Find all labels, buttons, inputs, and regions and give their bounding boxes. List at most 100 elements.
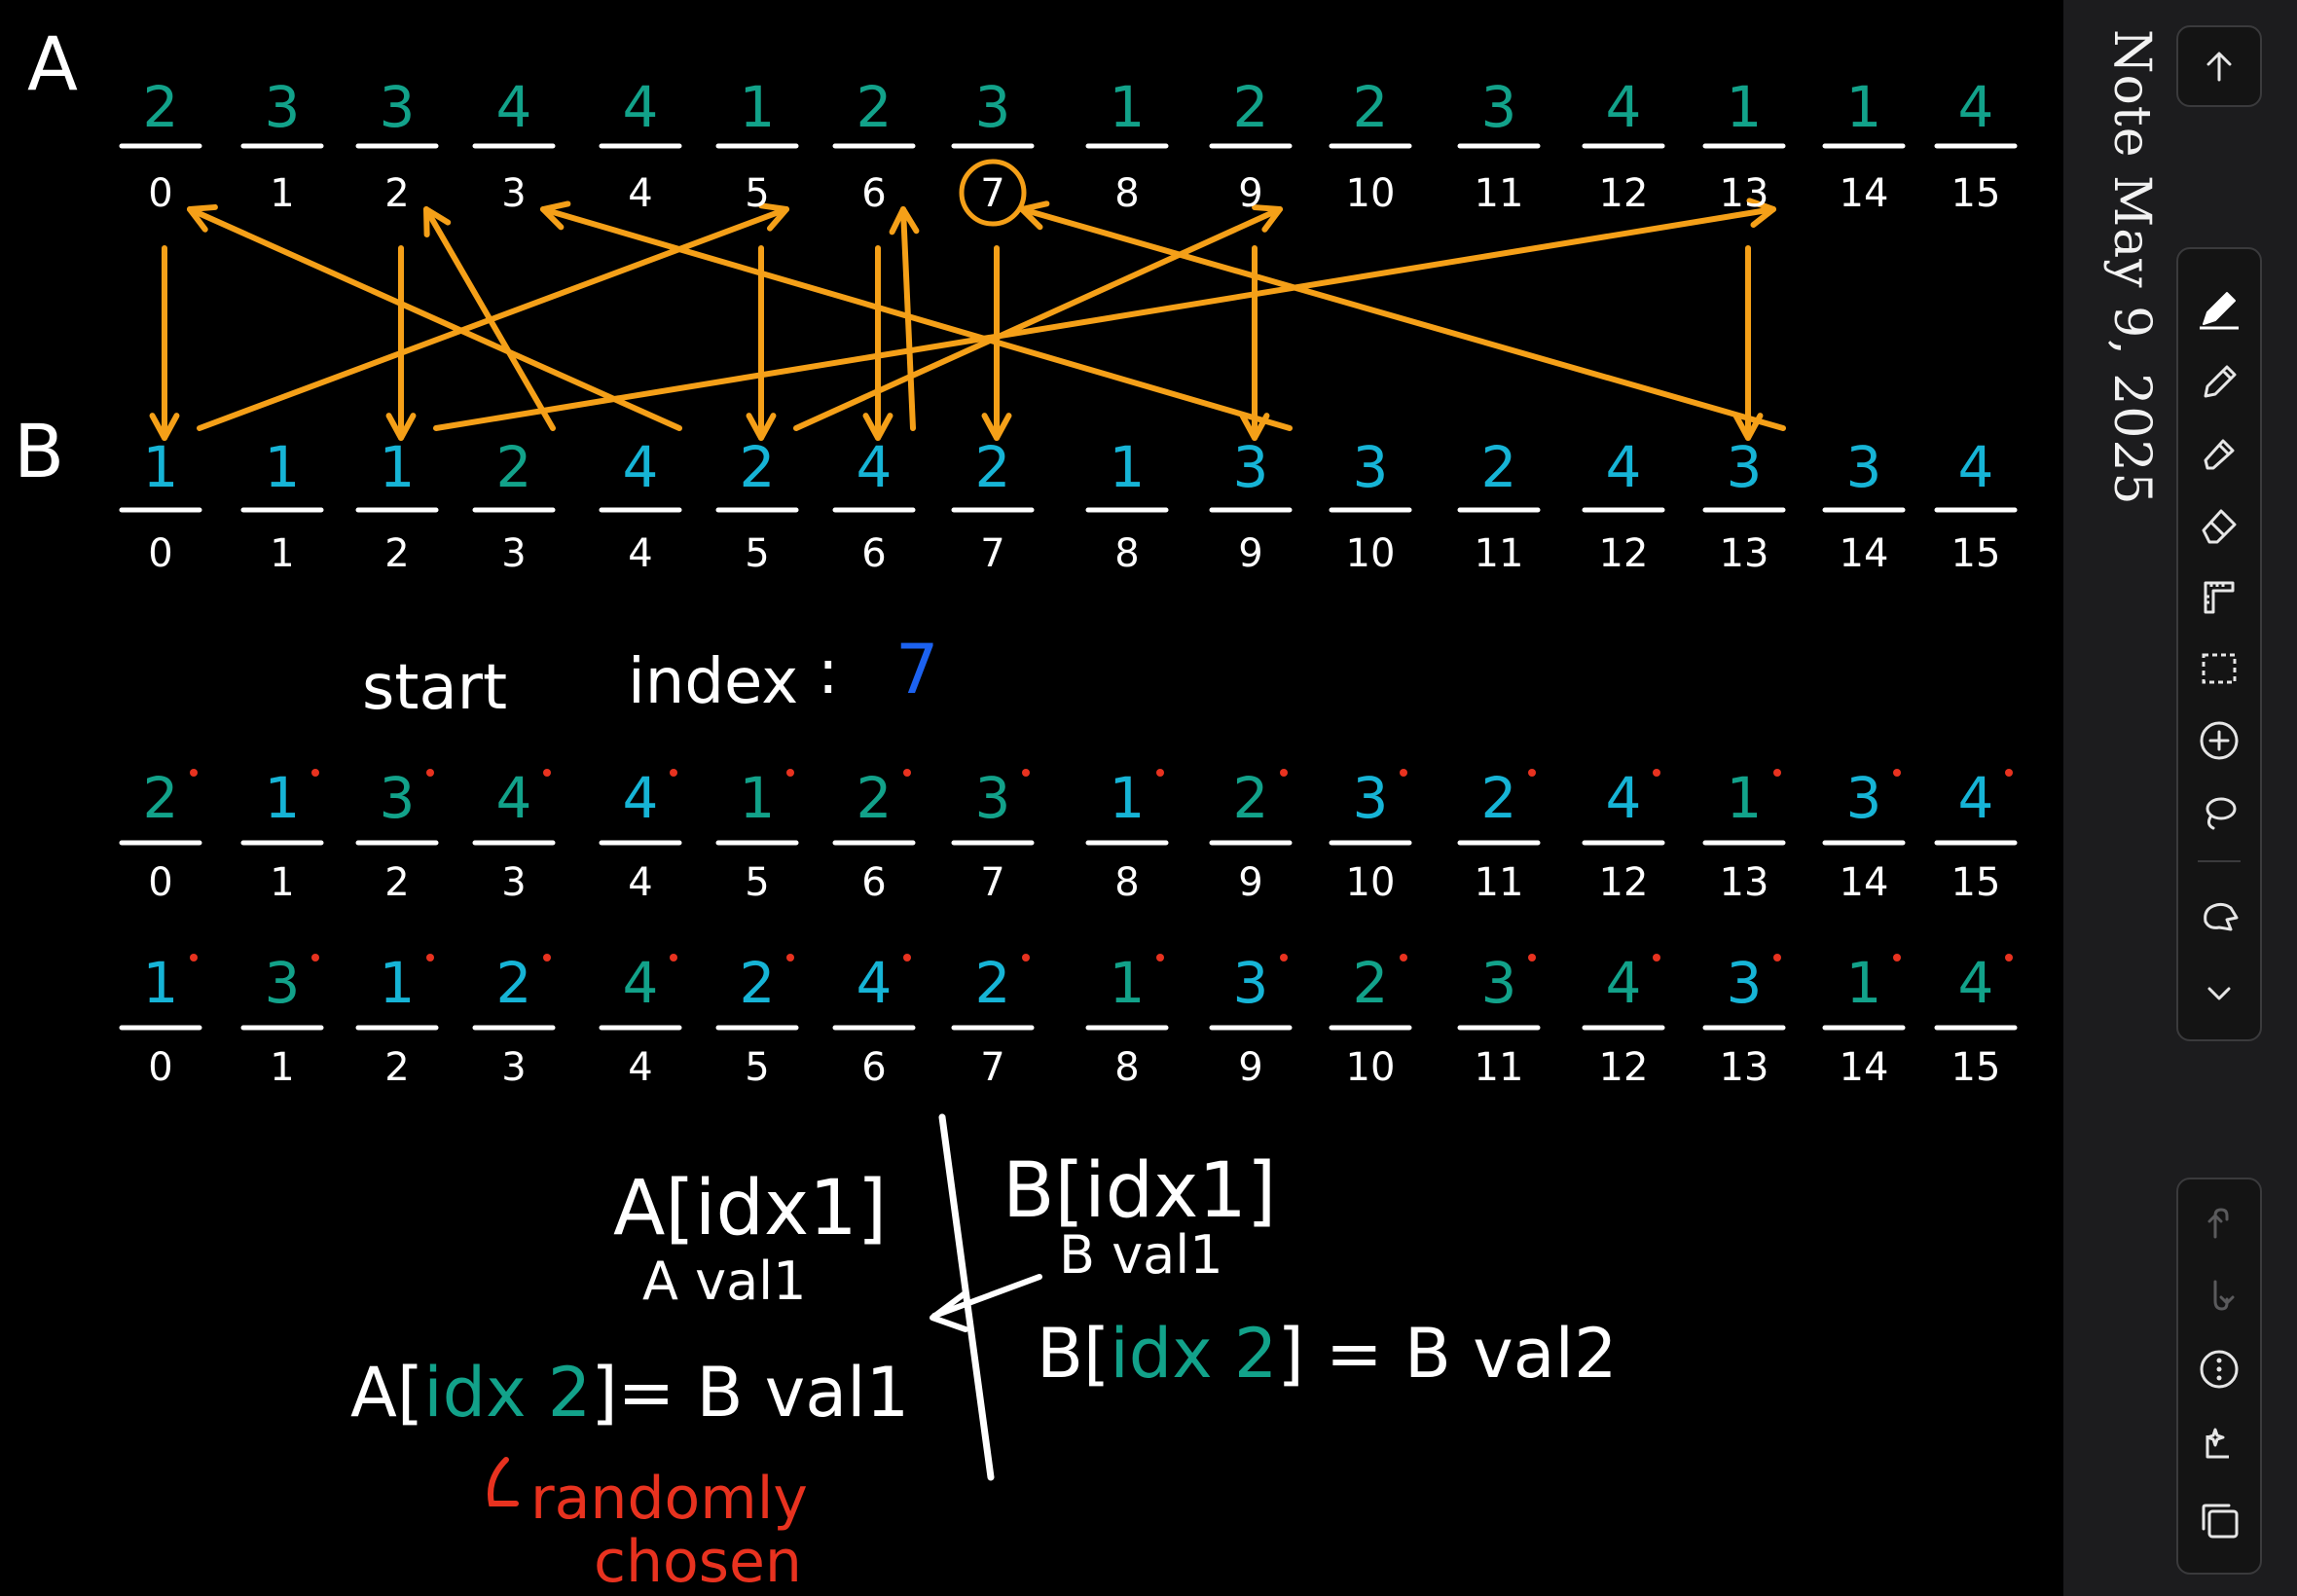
b-idx2-prefix: B[ bbox=[1037, 1314, 1110, 1394]
more-tools-toggle[interactable] bbox=[2178, 960, 2260, 1028]
row-d-index: 9 bbox=[1238, 1045, 1262, 1090]
finger-draw-tool[interactable] bbox=[2178, 882, 2260, 950]
marker-icon bbox=[2204, 439, 2235, 470]
redo-icon bbox=[2213, 1280, 2235, 1311]
a-idx2-prefix: A[ bbox=[350, 1353, 423, 1433]
arrow-a-to-b bbox=[149, 245, 180, 441]
more-icon bbox=[2200, 1350, 2239, 1389]
row-a-value: 1 bbox=[1846, 74, 1882, 140]
row-a-index: 12 bbox=[1599, 171, 1649, 216]
row-c-index: 1 bbox=[270, 860, 294, 905]
ruler-tool[interactable] bbox=[2178, 562, 2260, 631]
visited-dot bbox=[670, 769, 677, 777]
row-b-value: 1 bbox=[380, 434, 416, 500]
row-b-index: 6 bbox=[861, 531, 886, 576]
annotation-bracket bbox=[488, 1457, 519, 1506]
row-c-value: 4 bbox=[623, 765, 659, 831]
row-b-index: 1 bbox=[270, 531, 294, 576]
a-idx2-variable: idx 2 bbox=[423, 1353, 591, 1433]
row-b-index: 0 bbox=[148, 531, 172, 576]
pencil-tool[interactable] bbox=[2178, 346, 2260, 415]
pen-tool[interactable] bbox=[2178, 274, 2260, 343]
start-value: 7 bbox=[895, 630, 939, 709]
scroll-top-button[interactable] bbox=[2176, 25, 2262, 107]
arrow-b-to-a bbox=[197, 202, 789, 431]
row-d-value: 3 bbox=[1233, 950, 1269, 1016]
row-b-value: 3 bbox=[1353, 434, 1389, 500]
eraser-tool[interactable] bbox=[2178, 490, 2260, 559]
row-a-index: 15 bbox=[1951, 171, 2001, 216]
visited-dot bbox=[1653, 954, 1660, 961]
row-a-value: 3 bbox=[975, 74, 1011, 140]
row-a-value: 3 bbox=[265, 74, 301, 140]
visited-dot bbox=[1022, 769, 1030, 777]
row-a-index: 11 bbox=[1475, 171, 1524, 216]
row-a-value: 4 bbox=[1606, 74, 1642, 140]
lasso-tool[interactable] bbox=[2178, 779, 2260, 847]
arrow-b-to-a bbox=[423, 206, 556, 431]
row-b-value: 4 bbox=[1958, 434, 1994, 500]
row-c-value: 3 bbox=[1353, 765, 1389, 831]
visited-dot bbox=[543, 769, 551, 777]
row-b-index: 3 bbox=[501, 531, 526, 576]
row-c-value: 2 bbox=[1481, 765, 1517, 831]
pages-button[interactable] bbox=[2178, 1487, 2260, 1555]
arrow-b-to-a bbox=[793, 204, 1283, 431]
row-a-index: 2 bbox=[384, 171, 409, 216]
row-c-value: 2 bbox=[857, 765, 893, 831]
index-rows: 2031324344152637182921031141211311441510… bbox=[119, 74, 2018, 1090]
row-b-value: 4 bbox=[623, 434, 659, 500]
lasso-icon bbox=[2206, 797, 2237, 830]
row-c-value: 3 bbox=[380, 765, 416, 831]
row-b-index: 5 bbox=[745, 531, 769, 576]
row-d-index: 8 bbox=[1114, 1045, 1139, 1090]
lasso-select-icon bbox=[2202, 653, 2237, 684]
row-d-index: 13 bbox=[1720, 1045, 1769, 1090]
row-a-value: 2 bbox=[857, 74, 893, 140]
add-tool[interactable] bbox=[2178, 707, 2260, 775]
ink-layer: 2031324344152637182921031141211311441510… bbox=[14, 20, 2018, 1596]
undo-button[interactable] bbox=[2178, 1189, 2260, 1257]
a-val1: A val1 bbox=[642, 1251, 807, 1312]
row-c-value: 3 bbox=[975, 765, 1011, 831]
bval-to-aidx2-arrow bbox=[931, 1274, 1042, 1319]
visited-dot bbox=[543, 954, 551, 961]
row-a-index: 5 bbox=[745, 171, 769, 216]
row-c-index: 6 bbox=[861, 860, 886, 905]
row-d-index: 7 bbox=[980, 1045, 1004, 1090]
redo-button[interactable] bbox=[2178, 1261, 2260, 1329]
ai-assist-button[interactable] bbox=[2178, 1409, 2260, 1477]
row-b-index: 14 bbox=[1840, 531, 1889, 576]
visited-dot bbox=[1280, 954, 1288, 961]
row-d-value: 3 bbox=[1481, 950, 1517, 1016]
row-c-index: 5 bbox=[745, 860, 769, 905]
row-b-index: 15 bbox=[1951, 531, 2001, 576]
visited-dot bbox=[311, 769, 319, 777]
a-idx2-suffix: ]= B val1 bbox=[591, 1353, 909, 1433]
marker-tool[interactable] bbox=[2178, 418, 2260, 487]
visited-dot bbox=[426, 954, 434, 961]
visited-dot bbox=[1400, 769, 1407, 777]
b-idx2-variable: idx 2 bbox=[1110, 1314, 1277, 1394]
more-options-button[interactable] bbox=[2178, 1335, 2260, 1403]
row-d-index: 6 bbox=[861, 1045, 886, 1090]
arrow-b-to-a bbox=[889, 206, 920, 431]
visited-dot bbox=[2005, 954, 2013, 961]
visited-dot bbox=[1893, 769, 1901, 777]
row-c-index: 2 bbox=[384, 860, 409, 905]
visited-dot bbox=[190, 769, 198, 777]
row-d-value: 3 bbox=[265, 950, 301, 1016]
index-label: index bbox=[628, 646, 798, 718]
row-a-index: 13 bbox=[1720, 171, 1769, 216]
row-b-value: 1 bbox=[265, 434, 301, 500]
row-d-index: 2 bbox=[384, 1045, 409, 1090]
row-d-index: 12 bbox=[1599, 1045, 1649, 1090]
row-a-value: 1 bbox=[1727, 74, 1763, 140]
svg-text:A[idx 2]= B val1: A[idx 2]= B val1 bbox=[350, 1353, 909, 1433]
visited-dot bbox=[426, 769, 434, 777]
row-d-value: 4 bbox=[623, 950, 659, 1016]
row-a-index: 3 bbox=[501, 171, 526, 216]
lasso-select-tool[interactable] bbox=[2178, 635, 2260, 703]
label-b: B bbox=[14, 408, 64, 494]
